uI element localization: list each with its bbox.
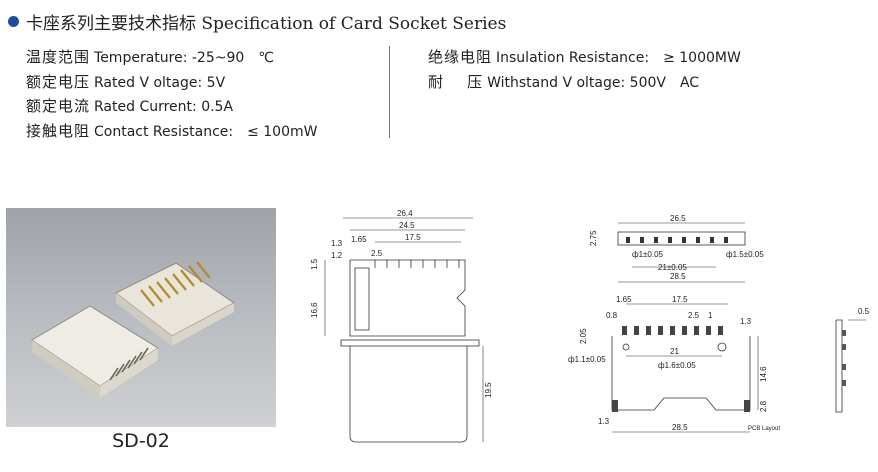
- specs-right: 绝缘电阻 Insulation Resistance: ≥ 1000MW 耐 压…: [428, 46, 741, 95]
- dim-1: 1: [708, 311, 713, 320]
- spec-rated-current: 额定电流 Rated Current: 0.5A: [26, 97, 234, 115]
- spec-temperature: 温度范围 Temperature: -25~90 ℃: [26, 48, 275, 66]
- spec-rated-voltage: 额定电压 Rated V oltage: 5V: [26, 72, 226, 91]
- dim-phi-1-1: ф1.1±0.05: [568, 355, 606, 364]
- dim-2-75: 2.75: [590, 230, 598, 246]
- spec-contact-resistance: 接触电阻 Contact Resistance: ≤ 100mW: [26, 121, 318, 140]
- dim-1-5: 1.5: [310, 258, 319, 270]
- drawing-front-view: 26.5 2.75 ф1±0.05 ф1.5±0.05 21±0.05 28.5: [590, 214, 764, 283]
- bullet-icon: [8, 16, 19, 27]
- drawing-side-profile: 0.5: [835, 307, 870, 413]
- spec-divider: [389, 46, 390, 138]
- dim-26-4: 26.4: [397, 209, 413, 218]
- dim-28-5: 28.5: [670, 272, 686, 281]
- spec-insulation-resistance: 绝缘电阻 Insulation Resistance: ≥ 1000MW: [428, 48, 741, 66]
- dim-2-05: 2.05: [579, 328, 588, 344]
- dim-1-3-c: 1.3: [598, 417, 610, 426]
- dim-1-3-b: 1.3: [740, 317, 752, 326]
- dim-1-2: 1.2: [331, 251, 343, 260]
- drawing-top-view: 26.4 24.5 17.5 1.65 1.3 1.2 2.5 1.5 16.6…: [310, 209, 493, 443]
- dim-0-8: 0.8: [606, 311, 618, 320]
- dim-17-5: 17.5: [405, 233, 421, 242]
- product-label: SD-02: [6, 427, 276, 455]
- dim-19-5: 19.5: [484, 382, 493, 398]
- page-title: 卡座系列主要技术指标 Specification of Card Socket …: [26, 14, 507, 34]
- dim-26-5: 26.5: [670, 214, 686, 223]
- dim-16-6: 16.6: [310, 302, 319, 318]
- dim-28-5-b: 28.5: [672, 423, 688, 432]
- dim-phi-1-6: ф1.6±0.05: [658, 361, 696, 370]
- dim-17-5-b: 17.5: [672, 295, 688, 304]
- card-socket-illustration: [31, 261, 235, 398]
- dim-2-5-b: 2.5: [688, 311, 700, 320]
- product-photo: [6, 208, 276, 452]
- dim-24-5: 24.5: [399, 221, 415, 230]
- drawing-pcb-layout: 1.65 17.5 0.8 2.5 1 1.3 2.05 21 ф1.1±0.0…: [568, 295, 780, 433]
- dim-phi-1: ф1±0.05: [632, 250, 664, 259]
- dim-2-5: 2.5: [371, 249, 383, 258]
- dim-phi-1-5: ф1.5±0.05: [726, 250, 764, 259]
- dim-21: 21±0.05: [658, 263, 687, 272]
- dim-14-6: 14.6: [759, 366, 768, 382]
- dim-2-8: 2.8: [759, 400, 768, 412]
- spec-withstand-voltage: 耐 压 Withstand V oltage: 500V AC: [428, 72, 700, 91]
- dim-0-5: 0.5: [858, 307, 870, 316]
- pcb-layout-caption: PCB Layout: [748, 426, 780, 432]
- specs-left: 温度范围 Temperature: -25~90 ℃ 额定电压 Rated V …: [26, 46, 317, 144]
- dim-1-65-b: 1.65: [616, 295, 632, 304]
- dim-1-65: 1.65: [351, 235, 367, 244]
- dim-1-3: 1.3: [331, 239, 343, 248]
- header: 卡座系列主要技术指标 Specification of Card Socket …: [8, 9, 506, 34]
- dim-21-b: 21: [670, 347, 679, 356]
